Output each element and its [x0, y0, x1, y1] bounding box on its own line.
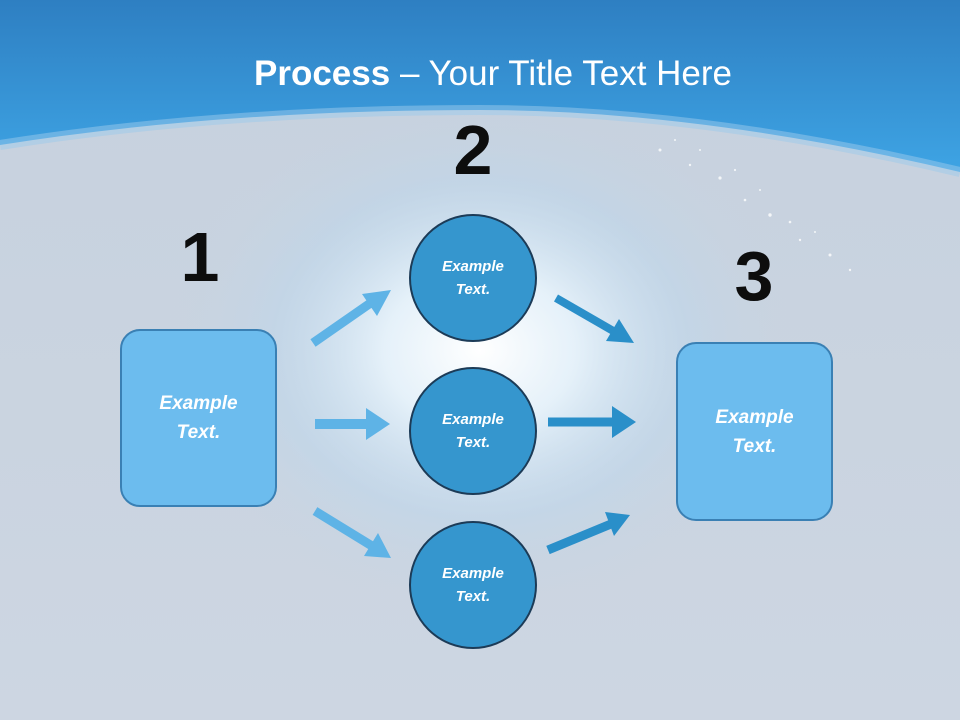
step-number-1: 1: [180, 218, 220, 296]
circle-bottom-line1: Example: [442, 565, 504, 582]
slide-title: Process – Your Title Text Here: [0, 54, 960, 94]
circle-middle-line2: Text.: [455, 434, 491, 451]
start-box-line1: Example: [159, 393, 238, 414]
start-box: Example Text.: [120, 329, 277, 507]
step-number-2: 2: [453, 111, 493, 189]
title-bold: Process: [254, 54, 391, 93]
start-box-line2: Text.: [176, 422, 221, 443]
circle-top: Example Text.: [409, 214, 537, 342]
circle-bottom-line2: Text.: [455, 588, 491, 605]
end-box: Example Text.: [676, 342, 833, 521]
step-number-3: 3: [734, 237, 774, 315]
end-box-line1: Example: [715, 406, 794, 428]
circle-middle-line1: Example: [442, 411, 504, 428]
circle-top-line2: Text.: [455, 281, 491, 298]
title-rest: – Your Title Text Here: [390, 54, 732, 93]
end-box-line2: Text.: [732, 435, 777, 457]
circle-bottom: Example Text.: [409, 521, 537, 649]
circle-middle: Example Text.: [409, 367, 537, 495]
circle-top-line1: Example: [442, 258, 504, 275]
